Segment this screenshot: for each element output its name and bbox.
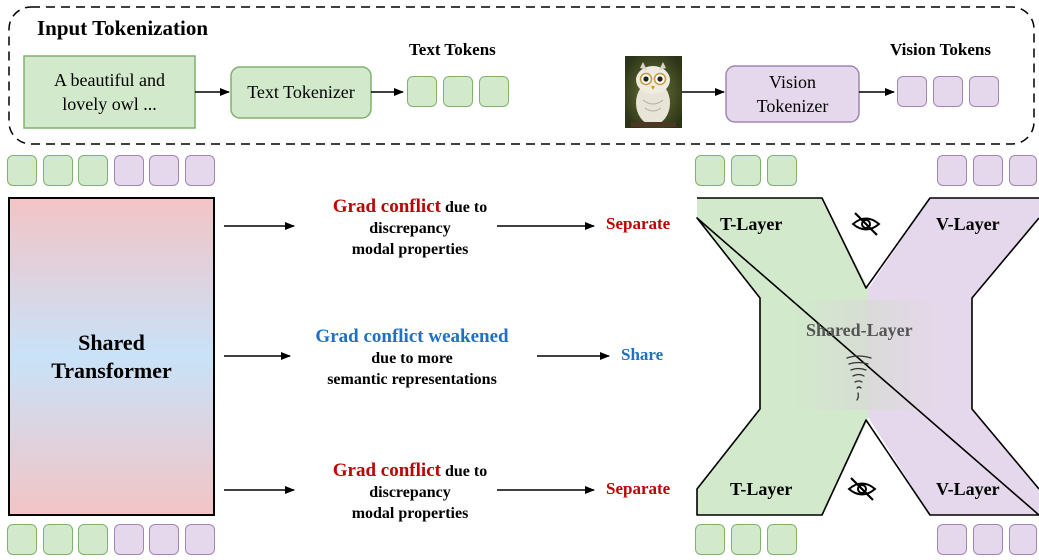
eye-slash-icon xyxy=(847,477,877,501)
row-2-highlight: Grad conflict weakened xyxy=(315,326,509,347)
row-3-highlight: Grad conflict xyxy=(332,460,441,481)
x-center-label: Shared-Layer xyxy=(806,320,913,340)
row-2-line3: semantic representations xyxy=(327,371,497,388)
vision-token xyxy=(969,76,999,107)
vision-token xyxy=(973,524,1003,555)
text-tokens-label: Text Tokens xyxy=(409,40,496,59)
x-top-right-label: V-Layer xyxy=(936,214,1000,234)
text-token xyxy=(43,155,73,186)
vision-token xyxy=(897,76,927,107)
text-token xyxy=(78,524,108,555)
vision-token xyxy=(114,155,144,186)
row-1-line2: discrepancy xyxy=(369,220,451,237)
x-bottom-right-label: V-Layer xyxy=(936,479,1000,499)
text-token xyxy=(767,155,797,186)
input-tokenization-title: Input Tokenization xyxy=(37,16,208,40)
row-3-result: Separate xyxy=(606,479,671,498)
text-input-box xyxy=(23,55,196,129)
x-model xyxy=(696,197,1039,516)
text-input-content: A beautiful and lovely owl ... xyxy=(54,70,165,114)
x-bottom-left-label: T-Layer xyxy=(730,479,793,499)
vision-tokenizer-label: Vision Tokenizer xyxy=(756,72,829,116)
x-top-left-label: T-Layer xyxy=(720,214,783,234)
text-token xyxy=(7,524,37,555)
text-token xyxy=(43,524,73,555)
shared-transformer-label: Shared Transformer xyxy=(51,329,172,383)
text-token xyxy=(7,155,37,186)
row-3-line3: modal properties xyxy=(351,505,469,522)
text-token xyxy=(731,155,761,186)
vision-token xyxy=(973,155,1003,186)
vision-tokenizer-box xyxy=(725,65,860,123)
shared-transformer-block xyxy=(8,197,215,516)
text-token xyxy=(695,155,725,186)
row-2-result: Share xyxy=(621,345,664,364)
eye-slash-icon xyxy=(851,212,881,236)
row-1-highlight: Grad conflict xyxy=(332,196,441,217)
row-3-line2: discrepancy xyxy=(369,484,451,501)
shared-layer-region xyxy=(795,300,945,410)
vision-token xyxy=(937,155,967,186)
vision-token xyxy=(1009,155,1037,186)
text-token xyxy=(731,524,761,555)
vision-token xyxy=(185,155,215,186)
text-input-label: A beautiful and lovely owl ... xyxy=(24,56,195,128)
tornado-icon xyxy=(846,355,872,401)
row-1-description: Grad conflict due to discrepancy modal p… xyxy=(300,196,520,260)
row-1-result: Separate xyxy=(606,214,671,233)
vision-token xyxy=(933,76,963,107)
text-token xyxy=(407,76,437,107)
vision-token xyxy=(185,524,215,555)
row-2-description: Grad conflict weakened due to more seman… xyxy=(286,326,538,390)
text-token xyxy=(443,76,473,107)
row-1-rest: due to xyxy=(440,199,488,216)
vision-token xyxy=(114,524,144,555)
text-token xyxy=(695,524,725,555)
text-token xyxy=(767,524,797,555)
vision-token xyxy=(149,155,179,186)
vision-token xyxy=(149,524,179,555)
owl-image xyxy=(625,56,682,128)
row-2-line2: due to more xyxy=(371,350,453,367)
text-token xyxy=(78,155,108,186)
row-3-rest: due to xyxy=(440,463,488,480)
vision-tokens-label: Vision Tokens xyxy=(890,40,991,59)
text-token xyxy=(479,76,509,107)
row-1-line3: modal properties xyxy=(351,241,469,258)
row-3-description: Grad conflict due to discrepancy modal p… xyxy=(300,460,520,524)
vision-token xyxy=(1009,524,1037,555)
vision-token xyxy=(937,524,967,555)
text-tokenizer-label: Text Tokenizer xyxy=(247,82,355,102)
